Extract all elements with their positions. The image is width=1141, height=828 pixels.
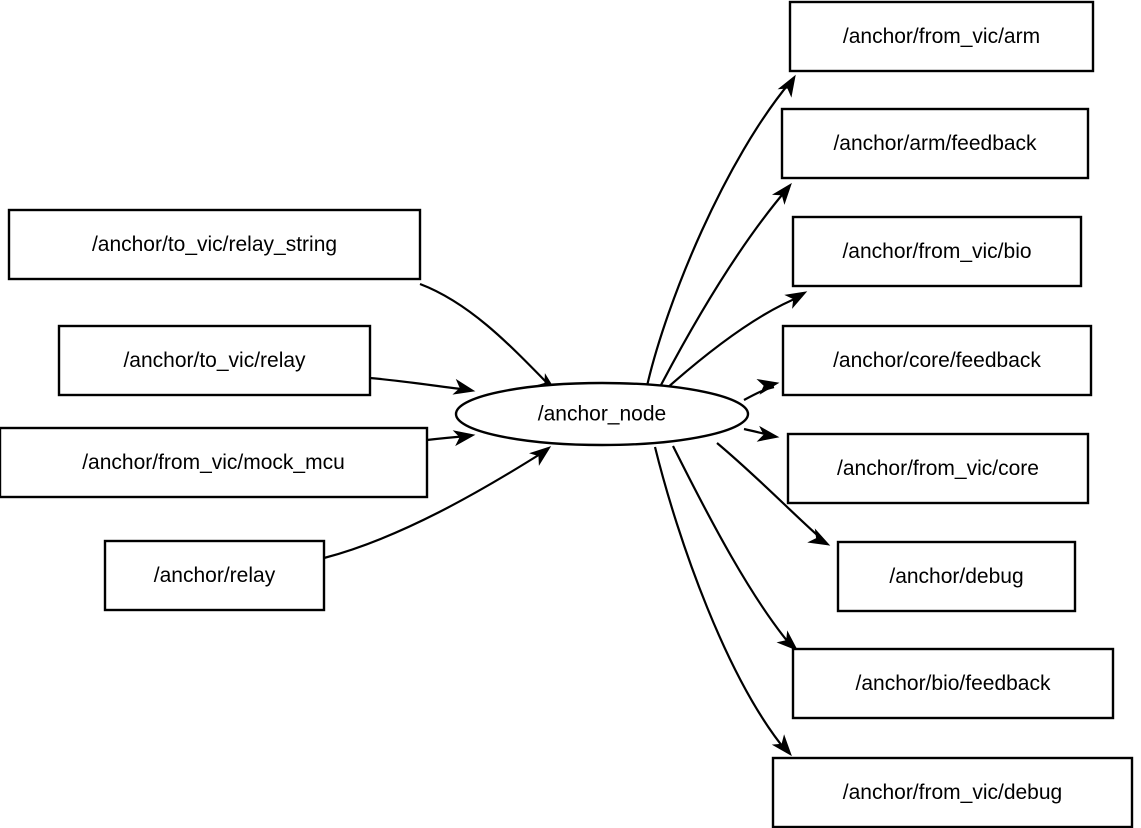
- topic-node-anchor-to-vic-relay-string[interactable]: /anchor/to_vic/relay_string: [7, 208, 422, 281]
- arrowhead-out-anchor-core-feedback: [756, 379, 780, 395]
- edge-out-anchor-from-vic-debug: [653, 446, 788, 753]
- topic-node-anchor-core-feedback-label: /anchor/core/feedback: [833, 349, 1041, 372]
- topic-node-anchor-bio-feedback-box[interactable]: [791, 647, 1115, 720]
- topic-node-anchor-debug-box[interactable]: [836, 540, 1077, 613]
- topic-node-anchor-from-vic-arm[interactable]: /anchor/from_vic/arm: [788, 0, 1095, 73]
- topic-node-anchor-from-vic-arm-label: /anchor/from_vic/arm: [843, 25, 1040, 48]
- topic-node-anchor-to-vic-relay[interactable]: /anchor/to_vic/relay: [57, 324, 372, 397]
- arrowhead-out-anchor-from-vic-debug: [771, 734, 792, 757]
- topic-node-anchor-from-vic-debug-label: /anchor/from_vic/debug: [843, 781, 1062, 804]
- topic-node-anchor-relay-box[interactable]: [103, 539, 326, 612]
- topic-node-anchor-from-vic-debug[interactable]: /anchor/from_vic/debug: [771, 756, 1134, 828]
- center-node-label: /anchor_node: [538, 403, 666, 426]
- edge-in-anchor-to-vic-relay-string: [419, 282, 552, 388]
- edge-out-anchor-arm-feedback: [660, 188, 788, 386]
- edge-in-anchor-relay: [323, 450, 546, 560]
- arrowhead-out-anchor-debug: [807, 528, 831, 546]
- topic-node-anchor-from-vic-bio[interactable]: /anchor/from_vic/bio: [791, 215, 1083, 288]
- arrowhead-in-anchor-to-vic-relay: [452, 378, 476, 395]
- topic-node-anchor-from-vic-mock-mcu-label: /anchor/from_vic/mock_mcu: [82, 451, 345, 474]
- topic-node-anchor-from-vic-mock-mcu-box[interactable]: [0, 426, 429, 499]
- topic-node-anchor-core-feedback[interactable]: /anchor/core/feedback: [781, 324, 1093, 397]
- arrowhead-in-anchor-from-vic-mock-mcu: [452, 430, 476, 447]
- edge-out-anchor-core-feedback: [743, 385, 775, 401]
- topic-node-anchor-from-vic-debug-box[interactable]: [771, 756, 1134, 828]
- topic-node-anchor-bio-feedback-label: /anchor/bio/feedback: [856, 672, 1051, 695]
- topic-node-anchor-arm-feedback-box[interactable]: [780, 107, 1090, 180]
- edge-out-anchor-from-vic-bio: [665, 294, 803, 390]
- topic-node-anchor-from-vic-arm-box[interactable]: [788, 0, 1095, 73]
- topic-node-anchor-arm-feedback[interactable]: /anchor/arm/feedback: [780, 107, 1090, 180]
- edge-out-anchor-debug: [716, 442, 826, 543]
- topic-node-anchor-debug-label: /anchor/debug: [889, 565, 1023, 588]
- topic-node-anchor-to-vic-relay-string-box[interactable]: [7, 208, 422, 281]
- arrowhead-out-anchor-from-vic-core: [756, 425, 780, 442]
- arrowhead-out-anchor-arm-feedback: [771, 182, 792, 205]
- topic-node-anchor-from-vic-bio-label: /anchor/from_vic/bio: [842, 240, 1031, 263]
- topic-node-anchor-relay[interactable]: /anchor/relay: [103, 539, 326, 612]
- edges-layer: [323, 74, 831, 757]
- topic-node-anchor-to-vic-relay-box[interactable]: [57, 324, 372, 397]
- topic-node-anchor-from-vic-core-box[interactable]: [786, 432, 1090, 505]
- arrowhead-out-anchor-from-vic-arm: [777, 74, 796, 98]
- edge-out-anchor-from-vic-arm: [645, 80, 792, 387]
- edge-out-anchor-bio-feedback: [672, 445, 794, 649]
- topic-node-anchor-arm-feedback-label: /anchor/arm/feedback: [833, 132, 1037, 155]
- arrowhead-out-anchor-bio-feedback: [776, 630, 799, 651]
- topic-node-anchor-relay-label: /anchor/relay: [154, 564, 276, 587]
- center-node-ellipse[interactable]: [454, 381, 750, 447]
- arrowhead-in-anchor-relay: [529, 446, 552, 466]
- center-node-anchor-node[interactable]: /anchor_node: [454, 381, 750, 447]
- topic-node-anchor-core-feedback-box[interactable]: [781, 324, 1093, 397]
- topic-node-anchor-debug[interactable]: /anchor/debug: [836, 540, 1077, 613]
- topic-node-anchor-to-vic-relay-string-label: /anchor/to_vic/relay_string: [92, 233, 337, 256]
- topic-node-anchor-from-vic-core[interactable]: /anchor/from_vic/core: [786, 432, 1090, 505]
- edge-in-anchor-to-vic-relay: [369, 376, 470, 392]
- topic-node-anchor-bio-feedback[interactable]: /anchor/bio/feedback: [791, 647, 1115, 720]
- arrowhead-out-anchor-from-vic-bio: [784, 291, 808, 309]
- topic-node-anchor-from-vic-core-label: /anchor/from_vic/core: [837, 457, 1039, 480]
- topic-node-anchor-from-vic-bio-box[interactable]: [791, 215, 1083, 288]
- topic-node-anchor-to-vic-relay-label: /anchor/to_vic/relay: [123, 349, 306, 372]
- topic-node-anchor-from-vic-mock-mcu[interactable]: /anchor/from_vic/mock_mcu: [0, 426, 429, 499]
